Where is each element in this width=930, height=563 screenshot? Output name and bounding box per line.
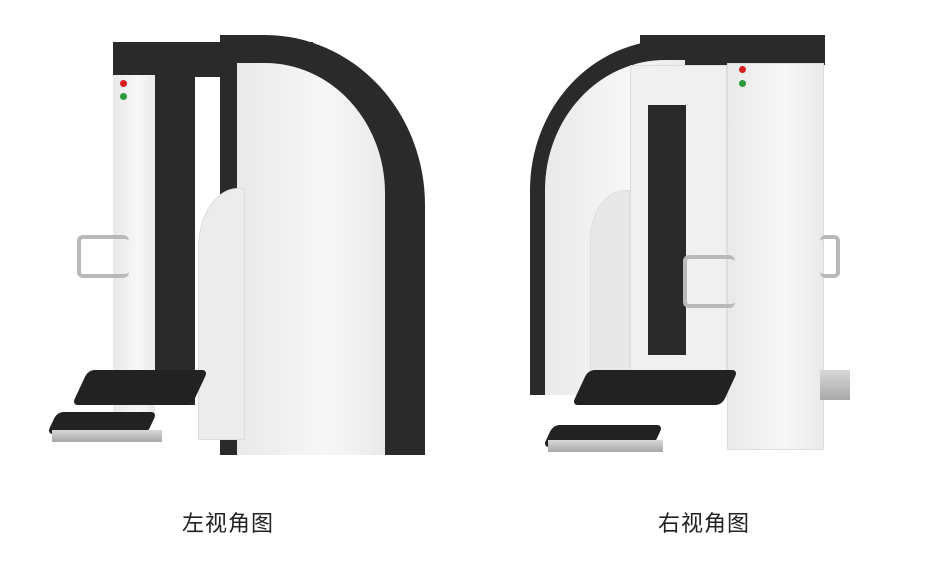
scanner-right-view (520, 30, 860, 490)
inner-door-panel (590, 190, 630, 392)
handrail-back (820, 235, 840, 278)
detector-slot (648, 105, 686, 355)
red-indicator-icon (120, 80, 127, 87)
green-indicator-icon (120, 93, 127, 100)
handrail (77, 235, 129, 278)
rear-step (820, 370, 850, 400)
green-indicator-icon (739, 80, 746, 87)
left-view-caption: 左视角图 (182, 512, 275, 537)
inner-detector-panel (155, 70, 195, 405)
conveyor-belt (571, 370, 739, 405)
right-pillar (727, 63, 824, 450)
conveyor-belt (71, 370, 209, 405)
step-base (548, 440, 663, 452)
scanner-left-view (40, 30, 460, 470)
red-indicator-icon (739, 66, 746, 73)
right-view-caption: 右视角图 (658, 512, 751, 537)
handrail-front (683, 255, 735, 308)
step-base (52, 430, 162, 442)
inner-door-panel (198, 188, 245, 440)
arched-front-panel (237, 63, 385, 455)
left-pillar (113, 75, 155, 420)
